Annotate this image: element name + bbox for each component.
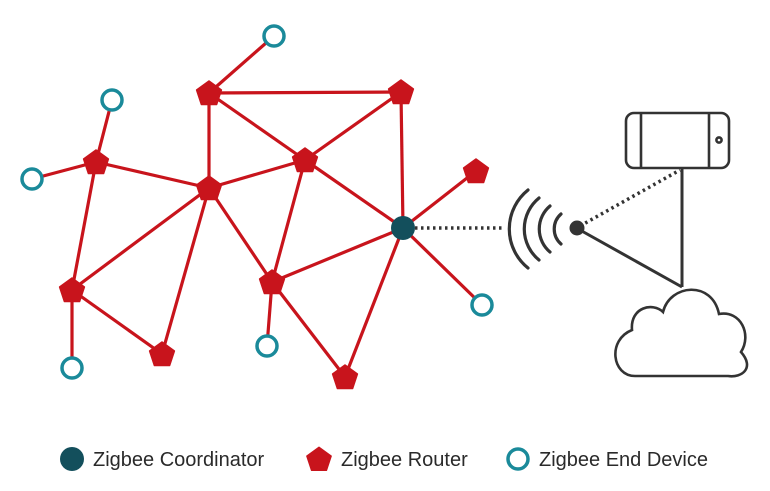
mesh-link [208,158,306,190]
mesh-link [208,90,402,95]
mesh-link [304,158,404,230]
legend-item-end-device: Zigbee End Device [506,447,708,471]
mesh-link [207,34,276,95]
end-device-node [255,334,279,358]
legend-router-label: Zigbee Router [341,449,468,471]
end-device-node [60,356,84,380]
signal-hub-dot [569,220,585,236]
cloud-icon [614,288,749,378]
mesh-link [270,281,347,378]
router-node [387,79,415,105]
legend-coordinator-label: Zigbee Coordinator [93,449,265,471]
legend-item-coordinator: Zigbee Coordinator [60,447,265,471]
coordinator-node [391,216,415,240]
hub-phone-link [579,168,681,228]
router-node [195,80,223,106]
router-node [331,364,359,390]
legend-router-icon [306,446,332,471]
router-node [258,269,286,295]
mesh-link [208,91,306,162]
mesh-link [270,159,307,283]
end-device-node [100,88,124,112]
router-node [291,147,319,173]
mesh-link [343,227,405,378]
mesh-link [304,90,402,162]
legend-coordinator-icon [60,447,84,471]
router-node [58,277,86,303]
mesh-link [70,161,98,291]
mesh-link [207,187,274,283]
mesh-link [401,226,484,307]
mesh-link [402,169,477,230]
wifi-signal-icon [507,188,563,270]
end-device-node [262,24,286,48]
mesh-link [399,91,405,229]
legend: Zigbee Coordinator Zigbee Router Zigbee … [60,446,708,471]
router-node [82,149,110,175]
mesh-link [160,187,211,355]
smartphone-icon [624,111,731,170]
hub-cloud-link [579,228,683,289]
router-node [148,341,176,367]
mesh-link [95,160,210,190]
mesh-link [271,226,404,284]
router-node [462,158,490,184]
mesh-link [71,288,163,356]
end-device-node [20,167,44,191]
end-device-node [470,293,494,317]
network-nodes [20,24,494,390]
legend-end-device-icon [506,447,530,471]
legend-end-device-label: Zigbee End Device [539,449,708,471]
router-node [195,175,223,201]
mesh-links [31,34,484,378]
mesh-link [71,186,210,292]
legend-item-router: Zigbee Router [306,446,468,471]
